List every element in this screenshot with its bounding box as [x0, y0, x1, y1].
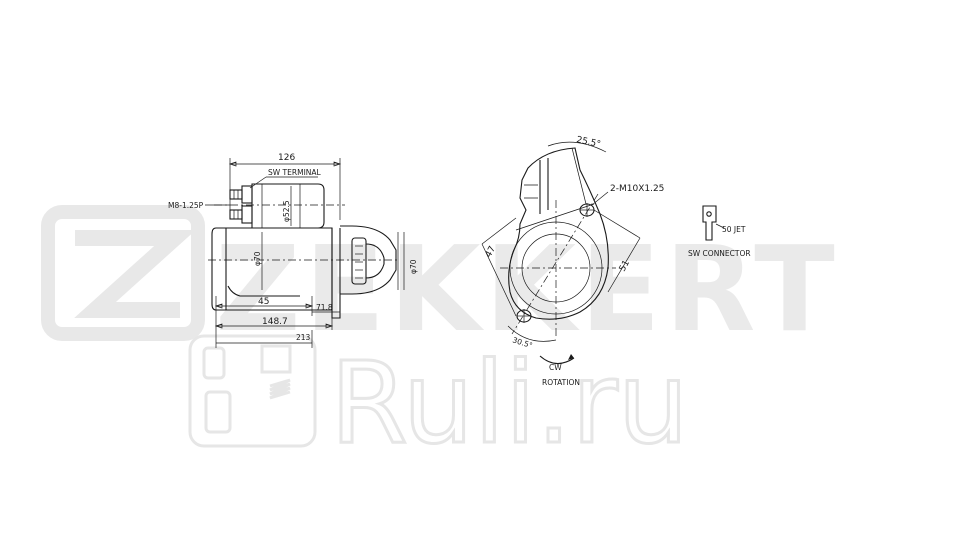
watermark-brand: ZEKKERT: [215, 220, 839, 358]
oil-can-icon: [204, 390, 232, 434]
dim-body-dia: φ70: [253, 251, 262, 266]
dim-flange-dia: φ70: [409, 259, 418, 274]
side-view: 126 SW TERMINAL M8-1.25P φ52.5: [168, 153, 418, 348]
filter-icon: [202, 346, 226, 380]
thread-label: M8-1.25P: [168, 201, 204, 210]
flange: [340, 225, 397, 295]
bolt-label: 2-M10X1.25: [610, 184, 664, 194]
dim-body-len: 45: [258, 297, 269, 307]
front-view: 25.5° 2-M10X1.25 47 51 30.5° CW ROTATION: [481, 135, 664, 387]
rotation-label: ROTATION: [542, 378, 580, 387]
dim-right: 51: [618, 259, 632, 274]
rotation-arrow-icon: [539, 354, 575, 365]
dim-left: 47: [484, 245, 498, 260]
dim-flange-len: 71.8: [316, 303, 333, 312]
bolt-hole-top: [579, 203, 595, 217]
rotation-dir: CW: [549, 363, 562, 372]
terminal-studs: [229, 185, 253, 224]
watermark: ZEKKERT Ruli.ru: [41, 205, 839, 471]
spring-icon: [269, 378, 291, 400]
dim-overall-len: 213: [296, 333, 311, 342]
pad-icon: [260, 344, 292, 374]
product-icons: [188, 334, 317, 448]
connector-label: SW CONNECTOR: [688, 249, 751, 258]
bolt-hole-bottom: [516, 309, 532, 323]
watermark-site: Ruli.ru: [330, 339, 689, 469]
jet-label: 50 JET: [722, 225, 746, 234]
terminal-label: SW TERMINAL: [268, 168, 322, 177]
dim-overall-top: 126: [278, 153, 295, 163]
dim-total-len: 148.7: [262, 317, 288, 327]
brand-logo-icon: [41, 205, 205, 341]
angle-top: 25.5°: [575, 135, 601, 150]
dim-solenoid-dia: φ52.5: [282, 200, 291, 222]
sw-connector: 50 JET SW CONNECTOR: [688, 205, 751, 258]
